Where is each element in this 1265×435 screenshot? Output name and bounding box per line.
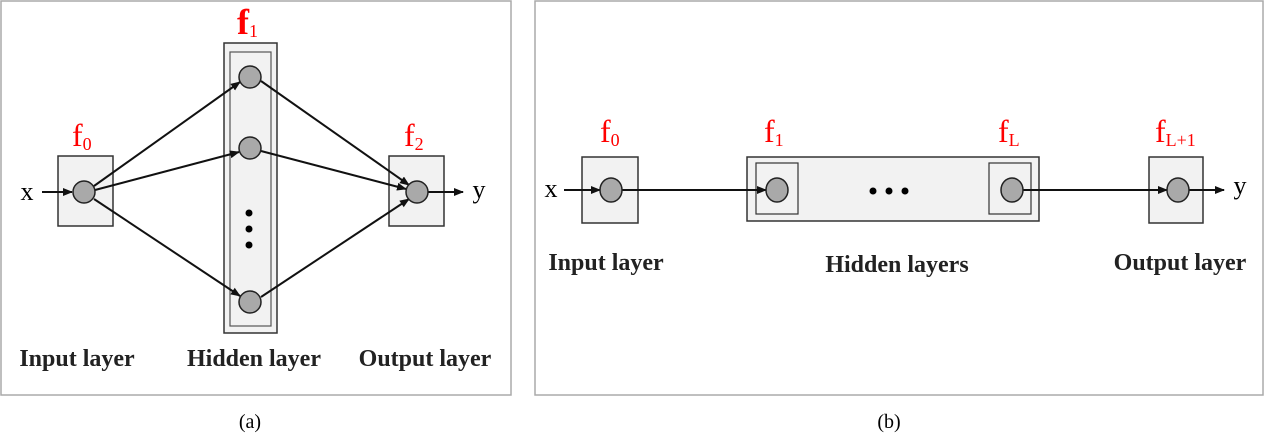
input-layer-label: Input layer	[548, 250, 664, 276]
output-symbol: y	[473, 175, 486, 204]
panel-a: x y f0 f1 f2 Input layer Hidden layer Ou…	[0, 0, 512, 433]
output-node	[1166, 177, 1190, 203]
hidden-node	[238, 65, 262, 89]
edge	[260, 198, 410, 298]
hidden-node-first	[765, 177, 789, 203]
hidden-layers-box	[746, 156, 1040, 222]
last-hidden-box	[988, 162, 1032, 215]
ellipsis-dot	[245, 225, 253, 233]
hidden-node	[238, 290, 262, 314]
edge	[260, 80, 410, 186]
f1-label: f1	[237, 2, 258, 42]
caption-a: (a)	[239, 411, 261, 433]
input-symbol: x	[545, 174, 558, 203]
ellipsis-dot	[885, 187, 893, 195]
hidden-node	[238, 136, 262, 160]
output-symbol: y	[1234, 171, 1247, 200]
f2-label: f2	[404, 117, 424, 154]
edge	[93, 81, 241, 187]
f0-label: f0	[600, 113, 620, 150]
output-layer-label: Output layer	[1114, 250, 1247, 276]
edge	[260, 150, 407, 191]
caption-b: (b)	[877, 411, 900, 433]
hidden-layer-inner-box	[229, 51, 272, 327]
ellipsis-dot	[901, 187, 909, 195]
input-symbol: x	[21, 177, 34, 206]
input-layer-label: Input layer	[19, 346, 135, 372]
ellipsis-dot	[245, 209, 253, 217]
edge	[94, 150, 240, 191]
output-node	[405, 180, 429, 204]
first-hidden-box	[755, 162, 799, 215]
input-node	[72, 180, 96, 204]
hidden-layer-label: Hidden layer	[187, 346, 321, 372]
fL1-label: fL+1	[1155, 113, 1196, 150]
output-layer-label: Output layer	[359, 346, 492, 372]
ellipsis-dot	[869, 187, 877, 195]
f1-label: f1	[764, 113, 784, 150]
panel-b: x y f0 f1 fL fL+1 Input layer Hidden lay…	[534, 0, 1264, 433]
edge	[93, 198, 241, 297]
f0-label: f0	[72, 117, 92, 154]
hidden-node-last	[1000, 177, 1024, 203]
hidden-layer-outer-box	[223, 42, 278, 334]
hidden-layers-label: Hidden layers	[825, 252, 968, 278]
input-node	[599, 177, 623, 203]
fL-label: fL	[998, 113, 1020, 150]
ellipsis-dot	[245, 241, 253, 249]
